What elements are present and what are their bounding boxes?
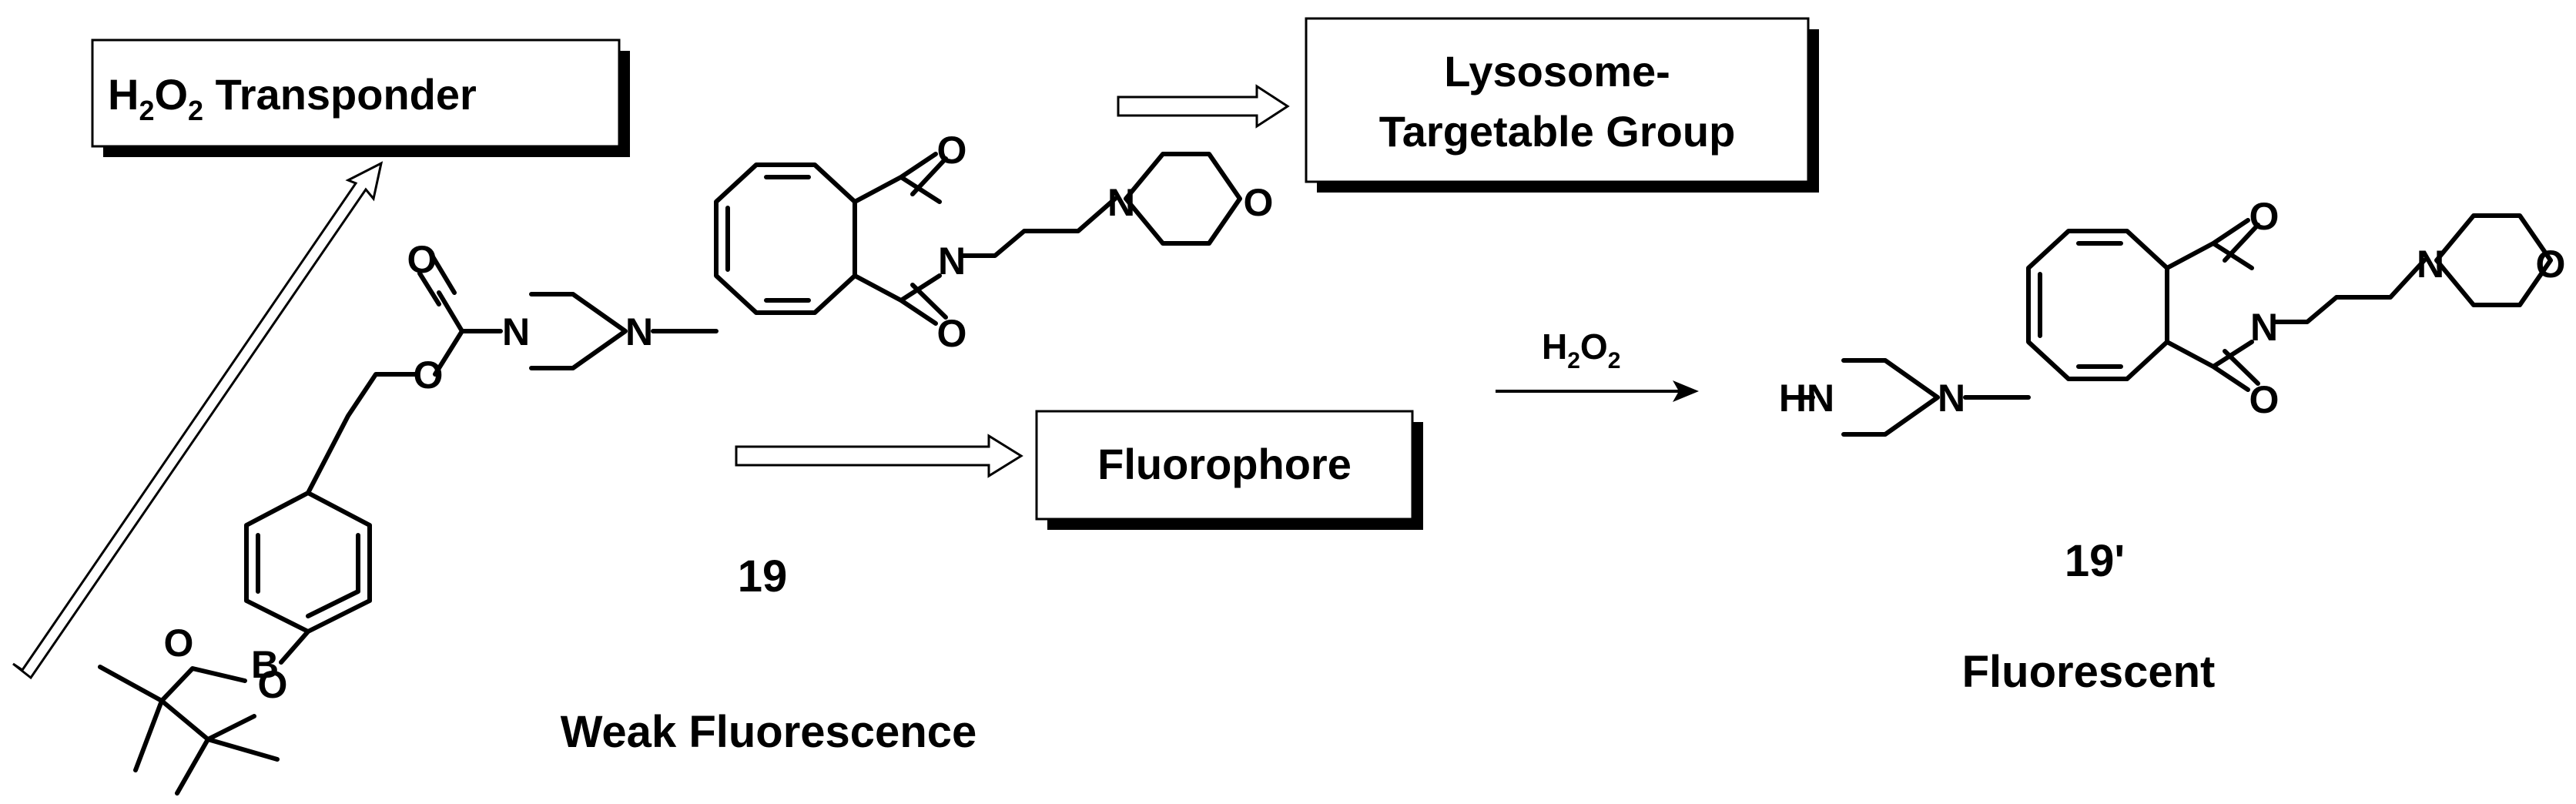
atom-o: O [1244,181,1274,224]
atom-n: N [502,310,530,353]
atom-o: O [407,238,437,281]
atom-n: N [2250,306,2278,349]
atom-o: O [2536,243,2566,286]
lysosome-hollow-arrow [1117,84,1290,129]
compound-19p-structure: O O N N O N HN [1779,195,2566,437]
atom-o: O [2249,195,2280,238]
compound-19-number: 19 [738,551,788,601]
weak-fluorescence-caption: Weak Fluorescence [561,707,977,757]
transponder-label: H2O2 Transponder [108,70,477,126]
atom-n: N [2417,243,2444,286]
reagent-label: H2O2 [1542,327,1620,374]
fluorescent-caption: Fluorescent [1962,647,2216,697]
atom-o: O [937,312,967,355]
atom-o: O [164,621,194,665]
transponder-callout: H2O2 Transponder [91,39,630,157]
lysosome-callout: Lysosome- Targetable Group [1305,17,1819,193]
fluorophore-label: Fluorophore [1097,440,1352,488]
atom-n: N [938,240,966,283]
atom-n: N [625,310,653,353]
transponder-hollow-arrow [12,161,384,680]
reaction-arrow [1496,380,1699,402]
atom-o: O [2249,378,2280,421]
compound-19p-number: 19' [2065,536,2125,586]
fluorophore-hollow-arrow [735,434,1023,478]
atom-o: O [414,353,444,397]
atom-n: N [1938,377,1965,420]
atom-b: B [251,643,279,686]
compound-19-structure: O O N N O N N O O B O O [98,129,1274,796]
atom-o: O [937,129,967,172]
atom-hn: HN [1779,377,1834,420]
fluorophore-callout: Fluorophore [1035,410,1423,530]
lysosome-label-line2: Targetable Group [1379,107,1736,156]
lysosome-label-line1: Lysosome- [1444,47,1670,95]
atom-o: O [258,663,288,706]
atom-n: N [1107,181,1135,224]
